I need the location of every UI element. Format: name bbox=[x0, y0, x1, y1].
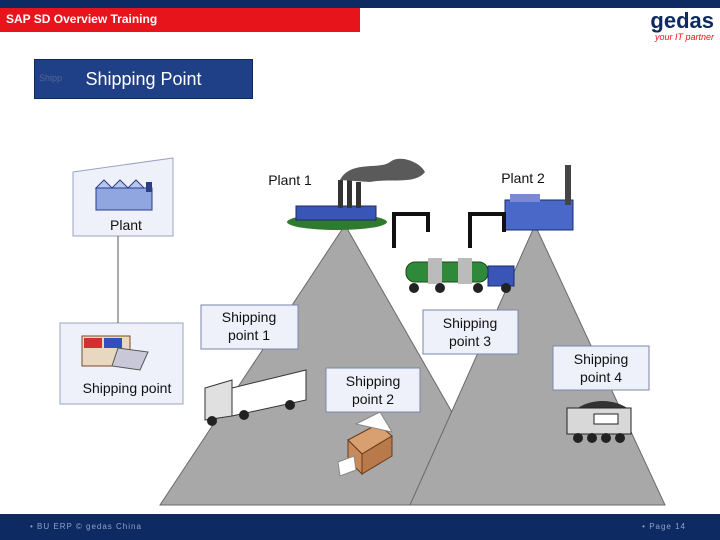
mountain-plant1 bbox=[159, 224, 506, 506]
slide-title-box: Shipp Shipping Point bbox=[34, 59, 253, 99]
plant-org-label: Plant bbox=[110, 217, 142, 233]
shipping-point-3-line2: point 3 bbox=[449, 333, 491, 349]
gedas-logo: gedas your IT partner bbox=[650, 8, 714, 43]
tanker-truck-icon bbox=[405, 258, 515, 293]
logo-text: gedas bbox=[650, 8, 714, 33]
slide-title: Shipping Point bbox=[85, 69, 202, 89]
bottom-band bbox=[0, 514, 720, 540]
top-band bbox=[0, 0, 720, 8]
footer-copyright: • BU ERP © gedas China bbox=[30, 522, 142, 531]
pipe-left bbox=[392, 212, 430, 248]
rail-wagon-icon bbox=[566, 401, 632, 443]
shipping-point-1-box bbox=[200, 304, 299, 350]
shipping-point-4-line2: point 4 bbox=[580, 369, 622, 385]
logo-tagline: your IT partner bbox=[654, 32, 714, 42]
semi-truck-icon bbox=[204, 369, 307, 426]
plant2-factory-icon bbox=[504, 165, 574, 231]
plant2-label: Plant 2 bbox=[501, 170, 545, 186]
shipping-point-1-line1: Shipping bbox=[222, 309, 277, 325]
parcel-box-icon bbox=[337, 411, 394, 477]
shipping-point-2-line1: Shipping bbox=[346, 373, 401, 389]
plant1-factory-icon bbox=[287, 158, 425, 230]
footer-page-number: • Page 14 bbox=[642, 522, 686, 531]
shipping-point-3-line1: Shipping bbox=[443, 315, 498, 331]
plant1-label: Plant 1 bbox=[268, 172, 312, 188]
shipping-point-3-box bbox=[422, 309, 519, 355]
shipping-point-org-icon bbox=[81, 335, 149, 371]
plant-org-icon bbox=[94, 179, 153, 211]
shipping-point-2-box bbox=[325, 367, 421, 413]
pipe-right bbox=[468, 212, 506, 248]
title-ghost-text: Shipp bbox=[39, 73, 63, 83]
shipping-point-1-line2: point 1 bbox=[228, 327, 270, 343]
shipping-point-4-box bbox=[552, 345, 650, 391]
shipping-point-4-line1: Shipping bbox=[574, 351, 629, 367]
header-title: SAP SD Overview Training bbox=[0, 8, 360, 32]
shipping-point-2-line2: point 2 bbox=[352, 391, 394, 407]
shipping-point-org-label: Shipping point bbox=[83, 380, 172, 396]
